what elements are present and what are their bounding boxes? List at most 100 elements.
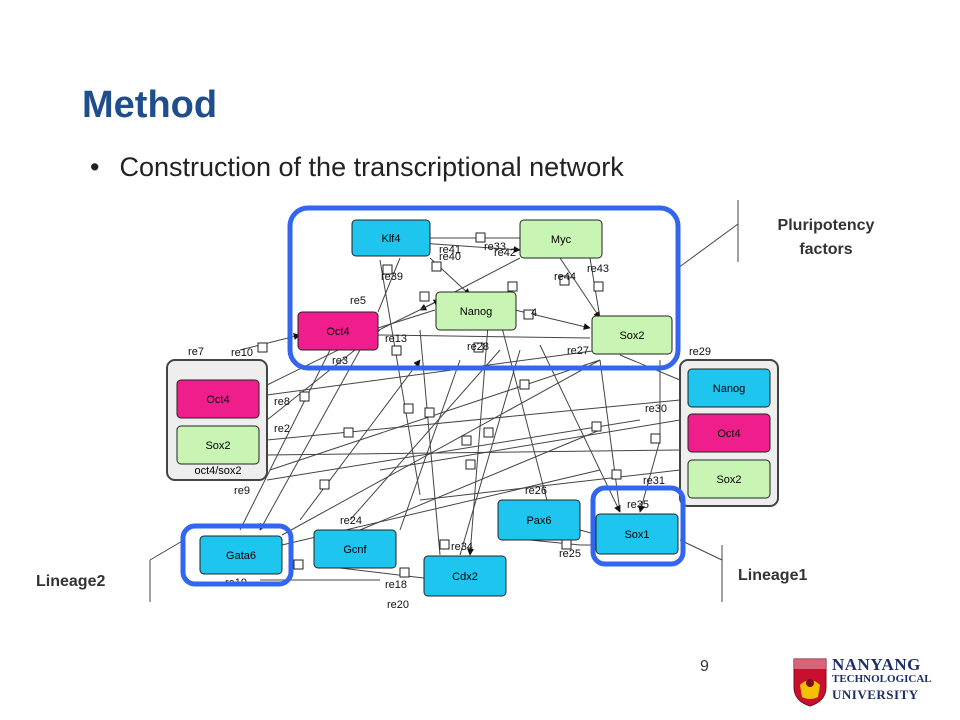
crest-icon: [793, 658, 827, 707]
reaction-marker: [439, 539, 450, 550]
lineage1-label: Lineage1: [738, 567, 808, 584]
node-myc: Myc: [519, 219, 603, 259]
edge: [539, 344, 621, 513]
edge: [467, 299, 491, 556]
edge: [499, 319, 551, 513]
edge: [377, 257, 401, 313]
edge: [638, 439, 661, 513]
pluripotency-label-line1: Pluripotency: [777, 217, 875, 234]
logo-wordmark: NANYANG TECHNOLOGICAL UNIVERSITY: [832, 656, 932, 702]
reaction-marker: [391, 345, 402, 356]
reaction-label: re27: [567, 345, 589, 357]
reaction-labels: re41 re40 re33 re42 re39 re44 re43 re5 r…: [188, 241, 711, 611]
reaction-label: re41: [439, 244, 461, 256]
node-label: Gata6: [226, 550, 256, 562]
reaction-label: re20: [387, 599, 409, 611]
edge: [419, 329, 441, 556]
node-label: Nanog: [460, 306, 492, 318]
node-nanog-top: Nanog: [435, 291, 517, 331]
node-label: Myc: [551, 234, 572, 246]
node-label: Gcnf: [343, 544, 367, 556]
node-label: Nanog: [713, 383, 745, 395]
node-label: Sox2: [205, 440, 230, 452]
node-gata6: Gata6: [199, 535, 283, 575]
edge: [266, 349, 601, 396]
edge: [339, 567, 441, 583]
reaction-label: re40: [439, 251, 461, 263]
highlights: [180, 205, 686, 587]
bullet-symbol: •: [90, 152, 100, 182]
reaction-label: re25: [559, 548, 581, 560]
edge: [349, 349, 501, 521]
reaction-marker: [611, 469, 622, 480]
reaction-marker: [461, 435, 472, 446]
node-oct4-left: Oct4: [176, 379, 260, 419]
reaction-label: re13: [385, 333, 407, 345]
bullet-item: • Construction of the transcriptional ne…: [90, 152, 624, 183]
reaction-label: re5: [350, 295, 366, 307]
lineage2-label: Lineage2: [36, 573, 106, 590]
pluripotency-label-line2: factors: [799, 241, 853, 258]
node-cdx2: Cdx2: [423, 555, 507, 597]
logo-line3: UNIVERSITY: [832, 687, 919, 702]
reaction-label: re10: [231, 347, 253, 359]
edge: [379, 259, 421, 496]
reaction-label: re9: [234, 485, 250, 497]
reaction-label: re28: [467, 341, 489, 353]
node-oct4-top: Oct4: [297, 311, 379, 351]
node-label: Sox2: [619, 330, 644, 342]
reaction-marker: [473, 342, 484, 353]
reaction-marker: [319, 479, 330, 490]
node-sox2-top: Sox2: [591, 315, 673, 355]
reaction-marker: [431, 261, 442, 272]
reaction-markers: [257, 232, 661, 578]
node-sox1: Sox1: [595, 513, 679, 555]
node-sox2-right: Sox2: [687, 459, 771, 499]
node-label: Oct4: [206, 394, 229, 406]
reaction-marker: [483, 427, 494, 438]
edge: [266, 419, 641, 481]
reaction-label: re7: [188, 346, 204, 358]
edge: [559, 257, 601, 319]
node-label: Oct4: [326, 326, 349, 338]
nodes: Klf4 Myc Nanog Oct4 Sox2 Oct4 Sox2 oct4/…: [176, 219, 771, 597]
reaction-label: re29: [689, 346, 711, 358]
reaction-marker: [343, 427, 354, 438]
reaction-marker: [293, 559, 304, 570]
lineage2-callout-line: [149, 539, 185, 561]
reaction-label: re44: [554, 271, 576, 283]
ntu-logo: NANYANG TECHNOLOGICAL UNIVERSITY: [792, 655, 950, 710]
edge: [419, 469, 681, 501]
callout-lines: [149, 200, 739, 602]
node-label: Cdx2: [452, 571, 478, 583]
reaction-marker: [403, 403, 414, 414]
reaction-marker: [399, 567, 410, 578]
reaction-marker: [593, 281, 604, 292]
edge: [529, 539, 581, 546]
edge: [259, 349, 361, 531]
reaction-label: re26: [525, 485, 547, 497]
reaction-marker: [507, 281, 518, 292]
reaction-label: re34: [451, 541, 473, 553]
edge: [281, 359, 601, 536]
edge: [379, 419, 681, 471]
reaction-marker: [465, 459, 476, 470]
reaction-label: re2: [274, 423, 290, 435]
pluripotency-callout: Pluripotency factors: [758, 214, 894, 262]
node-label: Pax6: [526, 515, 551, 527]
node-nanog-right: Nanog: [687, 368, 771, 408]
pluripotency-highlight: [287, 205, 681, 371]
node-gcnf: Gcnf: [313, 529, 397, 569]
edge: [399, 359, 461, 531]
reaction-marker: [299, 391, 310, 402]
node-pax6: Pax6: [497, 499, 581, 541]
edge: [266, 399, 681, 441]
logo-line2: TECHNOLOGICAL: [832, 673, 932, 685]
reaction-label: re30: [645, 403, 667, 415]
reaction-marker: [424, 407, 435, 418]
reaction-label: re35: [627, 499, 649, 511]
page-number: 9: [700, 658, 709, 675]
edge: [239, 349, 331, 531]
reaction-label: re18: [385, 579, 407, 591]
